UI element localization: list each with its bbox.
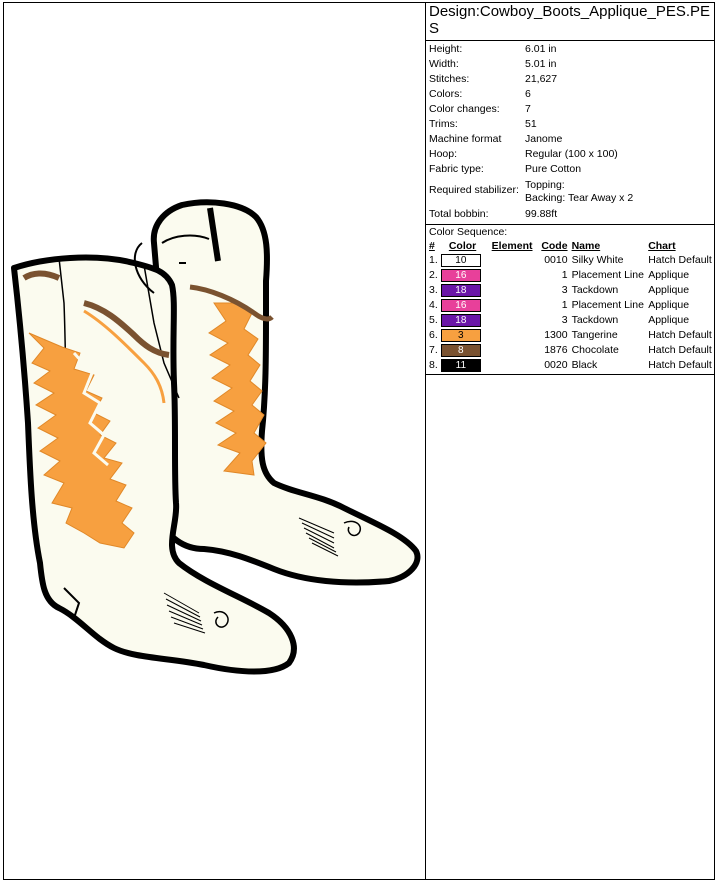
color-sequence: Color Sequence: # Color Element Code Nam… xyxy=(426,225,715,375)
row-num: 7. xyxy=(429,344,438,356)
color-swatch: 16 xyxy=(440,298,481,312)
property-row: Hoop:Regular (100 x 100) xyxy=(429,148,618,160)
row-chart: Applique xyxy=(648,314,690,326)
row-code: 3 xyxy=(561,284,568,296)
row-color: 3 xyxy=(440,328,492,343)
property-row: Color changes:7 xyxy=(429,103,531,115)
row-element xyxy=(492,313,538,328)
row-name: Placement Line xyxy=(571,269,644,281)
design-properties: Height:6.01 in Width:5.01 in Stitches:21… xyxy=(426,41,715,225)
header-name: Name xyxy=(571,240,601,252)
row-element xyxy=(492,283,538,298)
property-row: Stitches:21,627 xyxy=(429,73,558,85)
design-title: Design:Cowboy_Boots_Applique_PES.PES xyxy=(426,2,715,41)
row-color: 10 xyxy=(440,253,492,268)
row-chart: Hatch Default xyxy=(648,254,712,266)
row-element xyxy=(492,343,538,358)
row-code: 1 xyxy=(561,269,568,281)
property-row: Colors:6 xyxy=(429,88,531,100)
row-num: 4. xyxy=(429,299,438,311)
row-chart: Applique xyxy=(648,284,690,296)
row-num: 6. xyxy=(429,329,438,341)
row-num: 1. xyxy=(429,254,438,266)
row-color: 16 xyxy=(440,298,492,313)
color-swatch: 3 xyxy=(440,328,481,342)
panel-divider xyxy=(425,2,426,880)
row-name: Chocolate xyxy=(571,344,619,356)
header-chart: Chart xyxy=(648,240,676,252)
design-preview xyxy=(4,3,425,879)
row-color: 8 xyxy=(440,343,492,358)
property-row: Height:6.01 in xyxy=(429,43,557,55)
row-name: Silky White xyxy=(571,254,624,266)
row-chart: Hatch Default xyxy=(648,344,712,356)
row-element xyxy=(492,253,538,268)
bobbin-row: Total bobbin:99.88ft xyxy=(429,208,558,220)
stabilizer-backing: Backing: Tear Away x 2 xyxy=(525,191,634,204)
row-code: 1 xyxy=(561,299,568,311)
header-element: Element xyxy=(491,240,533,252)
row-chart: Hatch Default xyxy=(648,329,712,341)
color-sequence-title: Color Sequence: xyxy=(429,226,508,238)
row-num: 3. xyxy=(429,284,438,296)
row-chart: Hatch Default xyxy=(648,359,712,371)
row-color: 11 xyxy=(440,358,492,373)
header-color: Color xyxy=(448,240,477,252)
color-swatch: 18 xyxy=(440,313,481,327)
design-info-panel: Design:Cowboy_Boots_Applique_PES.PES Hei… xyxy=(426,2,715,375)
color-swatch: 8 xyxy=(440,343,481,357)
row-code: 1300 xyxy=(544,329,568,341)
color-swatch: 16 xyxy=(440,268,481,282)
sheet-frame xyxy=(3,2,715,880)
property-row: Fabric type:Pure Cotton xyxy=(429,163,582,175)
color-swatch: 18 xyxy=(440,283,481,297)
row-color: 18 xyxy=(440,283,492,298)
row-name: Black xyxy=(571,359,598,371)
row-name: Placement Line xyxy=(571,299,644,311)
property-row: Width:5.01 in xyxy=(429,58,557,70)
row-num: 2. xyxy=(429,269,438,281)
row-element xyxy=(492,268,538,283)
stabilizer-row: Required stabilizer: Topping: Backing: T… xyxy=(426,177,715,207)
row-code: 1876 xyxy=(544,344,568,356)
row-color: 18 xyxy=(440,313,492,328)
row-code: 3 xyxy=(561,314,568,326)
row-code: 0010 xyxy=(544,254,568,266)
table-header-row: # Color Element Code Name Chart xyxy=(426,239,715,253)
front-boot xyxy=(11,242,297,675)
header-num: # xyxy=(429,240,435,252)
row-code: 0020 xyxy=(544,359,568,371)
back-boot xyxy=(150,199,421,586)
row-element xyxy=(492,328,538,343)
row-name: Tackdown xyxy=(571,284,619,296)
property-row: Trims:51 xyxy=(429,118,537,130)
row-num: 5. xyxy=(429,314,438,326)
row-chart: Applique xyxy=(648,299,690,311)
color-sequence-table: # Color Element Code Name Chart 1.10 0010… xyxy=(426,239,715,373)
row-num: 8. xyxy=(429,359,438,371)
row-name: Tangerine xyxy=(571,329,618,341)
row-name: Tackdown xyxy=(571,314,619,326)
row-chart: Applique xyxy=(648,269,690,281)
color-swatch: 10 xyxy=(440,253,481,267)
stabilizer-topping: Topping: xyxy=(525,179,565,191)
color-swatch: 11 xyxy=(440,358,481,372)
row-element xyxy=(492,298,538,313)
row-element xyxy=(492,358,538,373)
row-color: 16 xyxy=(440,268,492,283)
cowboy-boots-image xyxy=(11,199,421,675)
header-code: Code xyxy=(541,240,568,252)
